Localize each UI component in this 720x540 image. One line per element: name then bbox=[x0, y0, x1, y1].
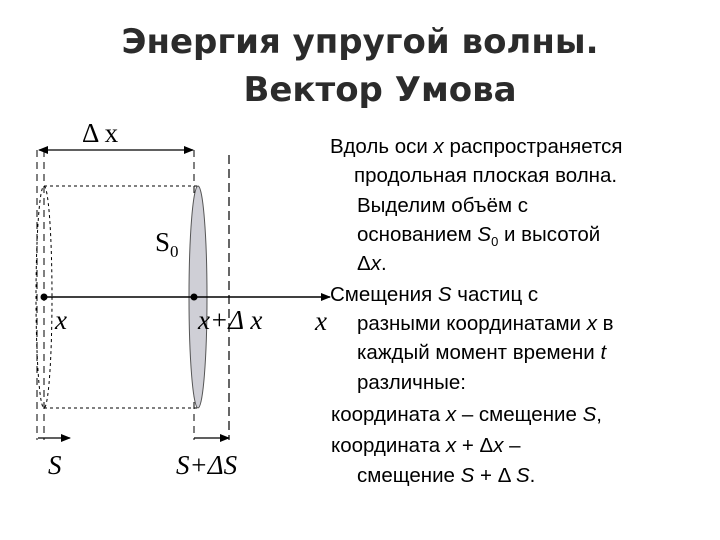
text-line-10: координата x – смещение S, bbox=[331, 403, 602, 426]
text-line-4: основанием S0 и высотой bbox=[357, 223, 601, 250]
text-line-2: продольная плоская волна. bbox=[354, 164, 618, 187]
text-line-12: смещение S + Δ S. bbox=[357, 464, 536, 487]
text-line-9: различные: bbox=[357, 371, 466, 394]
slide-title-line-2: Вектор Умова bbox=[243, 70, 517, 110]
label-x: x bbox=[54, 305, 67, 335]
label-s-plus-ds: S+ΔS bbox=[176, 450, 238, 480]
point-x-plus-dx bbox=[190, 293, 198, 301]
text-line-11: координата x + Δx – bbox=[331, 434, 521, 457]
label-s: S bbox=[48, 450, 62, 480]
label-dx: Δ x bbox=[82, 118, 119, 148]
slide-title-line-1: Энергия упругой волны. bbox=[121, 22, 599, 62]
text-line-3: Выделим объём с bbox=[357, 194, 529, 217]
point-x bbox=[40, 293, 48, 301]
label-x-plus-dx: x+Δ x bbox=[197, 305, 262, 335]
text-line-8: каждый момент времени t bbox=[357, 341, 607, 364]
label-axis-x: x bbox=[314, 306, 327, 336]
text-line-6: Смещения S частиц с bbox=[330, 283, 539, 306]
text-line-7: разными координатами x в bbox=[357, 312, 614, 335]
text-line-1: Вдоль оси x распространяется bbox=[330, 135, 623, 158]
text-line-5: Δx. bbox=[357, 252, 387, 275]
label-s0: S0 bbox=[155, 227, 179, 261]
